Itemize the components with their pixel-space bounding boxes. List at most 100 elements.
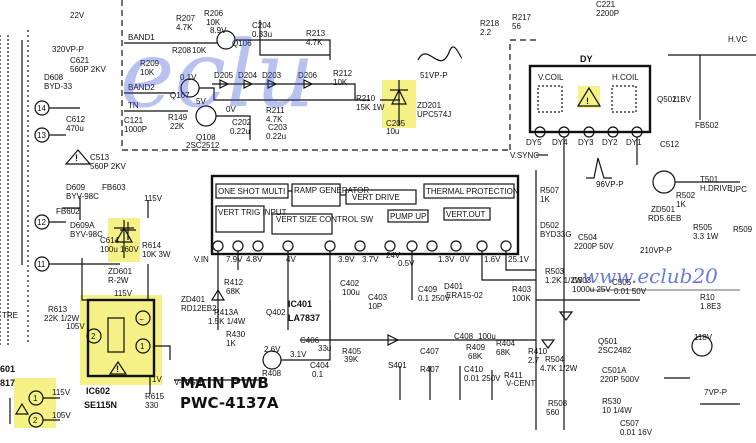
svg-text:R503: R503 xyxy=(545,267,565,276)
svg-text:1V: 1V xyxy=(152,375,162,384)
svg-text:10K: 10K xyxy=(333,78,348,87)
svg-text:1.3V: 1.3V xyxy=(438,255,455,264)
svg-text:R412: R412 xyxy=(224,278,244,287)
svg-text:R403: R403 xyxy=(512,285,532,294)
svg-text:D609: D609 xyxy=(66,183,86,192)
wave-96vpp: 96VP-P xyxy=(596,180,624,189)
ic602-part: SE115N xyxy=(84,400,117,410)
label-vin: V.IN xyxy=(194,255,209,264)
svg-text:0.1: 0.1 xyxy=(312,370,324,379)
svg-text:560P 2KV: 560P 2KV xyxy=(70,65,107,74)
pin-14: 14 xyxy=(37,104,46,113)
wave-320vpp: 320VP-P xyxy=(52,45,84,54)
pin-2: 2 xyxy=(33,416,38,425)
svg-text:4.8V: 4.8V xyxy=(246,255,263,264)
svg-text:V.COIL: V.COIL xyxy=(538,73,564,82)
svg-text:R218: R218 xyxy=(480,19,500,28)
svg-text:Q107: Q107 xyxy=(170,91,190,100)
svg-text:Q108: Q108 xyxy=(196,133,216,142)
band-switch-circuit: R207 4.7K R206 10K C204 0.33u R213 4.7K … xyxy=(124,9,451,150)
svg-text:Q502: Q502 xyxy=(657,95,677,104)
svg-text:R507: R507 xyxy=(540,186,560,195)
svg-text:C404: C404 xyxy=(310,361,330,370)
svg-text:560: 560 xyxy=(546,408,560,417)
pin-1: 1 xyxy=(33,394,38,403)
svg-text:10K: 10K xyxy=(206,18,221,27)
svg-text:1.6V: 1.6V xyxy=(484,255,501,264)
svg-text:39K: 39K xyxy=(344,355,359,364)
ic602-regulator: 2 − 1 ! 115V 1V IC602 SE115N R615 330 xyxy=(84,289,171,410)
svg-text:105V: 105V xyxy=(66,322,85,331)
svg-text:R211: R211 xyxy=(266,106,285,115)
svg-text:C402: C402 xyxy=(340,279,360,288)
svg-text:4.7K: 4.7K xyxy=(176,23,193,32)
svg-text:D502: D502 xyxy=(540,221,560,230)
partial-upc: UPC xyxy=(730,185,747,194)
svg-text:68K: 68K xyxy=(226,287,241,296)
svg-text:D401: D401 xyxy=(444,282,464,291)
svg-text:ZD501: ZD501 xyxy=(651,205,676,214)
svg-text:R10: R10 xyxy=(700,293,715,302)
wave-210vpp: 210VP-P xyxy=(640,246,672,255)
svg-text:R504: R504 xyxy=(545,355,565,364)
svg-text:Q501: Q501 xyxy=(598,337,618,346)
label-vhight: V-HIGHT xyxy=(174,378,207,387)
vertical-output-right: R507 1K D502 BYD33G R503 1.2K 1/2W C503 … xyxy=(535,170,653,437)
svg-text:2: 2 xyxy=(91,332,96,341)
svg-text:2SC2482: 2SC2482 xyxy=(598,346,632,355)
svg-text:R209: R209 xyxy=(140,59,160,68)
svg-text:1000P: 1000P xyxy=(124,125,147,134)
svg-text:10P: 10P xyxy=(368,302,382,311)
svg-text:C512: C512 xyxy=(660,140,680,149)
svg-text:C407: C407 xyxy=(420,347,440,356)
svg-text:C612: C612 xyxy=(66,115,86,124)
left-connector-strip xyxy=(0,30,29,345)
svg-text:FB602: FB602 xyxy=(56,207,80,216)
svg-text:0.33u: 0.33u xyxy=(252,30,272,39)
svg-text:D203: D203 xyxy=(262,71,282,80)
svg-text:3.1V: 3.1V xyxy=(290,350,307,359)
svg-text:R410: R410 xyxy=(528,347,548,356)
svg-text:R408: R408 xyxy=(262,369,282,378)
svg-text:0.01 250V: 0.01 250V xyxy=(464,374,501,383)
svg-text:C221: C221 xyxy=(596,0,616,9)
svg-text:T501: T501 xyxy=(700,175,719,184)
svg-text:S401: S401 xyxy=(388,361,407,370)
block-pump-up: PUMP UP xyxy=(390,212,426,221)
svg-text:!: ! xyxy=(116,364,119,374)
dy-ref: DY xyxy=(580,54,593,64)
svg-text:56: 56 xyxy=(512,22,521,31)
svg-text:22K 1/2W: 22K 1/2W xyxy=(44,314,80,323)
deflection-yoke: DY V.COIL H.COIL ! DY5 DY4 DY3 DY2 DY1 xyxy=(526,54,652,170)
svg-text:220P 500V: 220P 500V xyxy=(600,375,640,384)
svg-text:D609A: D609A xyxy=(70,221,95,230)
svg-text:2.7: 2.7 xyxy=(528,356,540,365)
svg-text:1K: 1K xyxy=(676,200,686,209)
svg-text:0.22u: 0.22u xyxy=(230,127,250,136)
svg-text:11BV: 11BV xyxy=(672,95,692,104)
ic401-pin-row xyxy=(212,240,512,252)
svg-text:R405: R405 xyxy=(342,347,362,356)
svg-text:R208: R208 xyxy=(172,46,192,55)
svg-text:330: 330 xyxy=(145,401,159,410)
svg-text:2200P 50V: 2200P 50V xyxy=(574,242,614,251)
svg-text:0.1 250V: 0.1 250V xyxy=(418,294,451,303)
block-vert-trig: VERT TRIG INPUT xyxy=(218,208,287,217)
svg-text:R409: R409 xyxy=(466,343,486,352)
svg-text:2SC2512: 2SC2512 xyxy=(186,141,220,150)
svg-text:DY3: DY3 xyxy=(578,138,594,147)
pin-12: 12 xyxy=(37,218,46,227)
svg-text:115V: 115V xyxy=(52,388,71,397)
voltage-22v: 22V xyxy=(70,11,85,20)
zd601-zener xyxy=(114,220,134,258)
svg-text:DY2: DY2 xyxy=(602,138,618,147)
ic401-peripherals: ZD401 RD12EB2 R412 68K R413A 1.5K 1/4W Q… xyxy=(174,278,548,400)
svg-text:15K 1W: 15K 1W xyxy=(356,103,385,112)
svg-text:C503: C503 xyxy=(572,276,592,285)
svg-text:R505: R505 xyxy=(693,223,713,232)
ic401-part: LA7837 xyxy=(288,313,320,323)
upper-module-outline xyxy=(121,0,540,151)
svg-text:R206: R206 xyxy=(204,9,224,18)
svg-text:0.01 16V: 0.01 16V xyxy=(620,428,653,437)
